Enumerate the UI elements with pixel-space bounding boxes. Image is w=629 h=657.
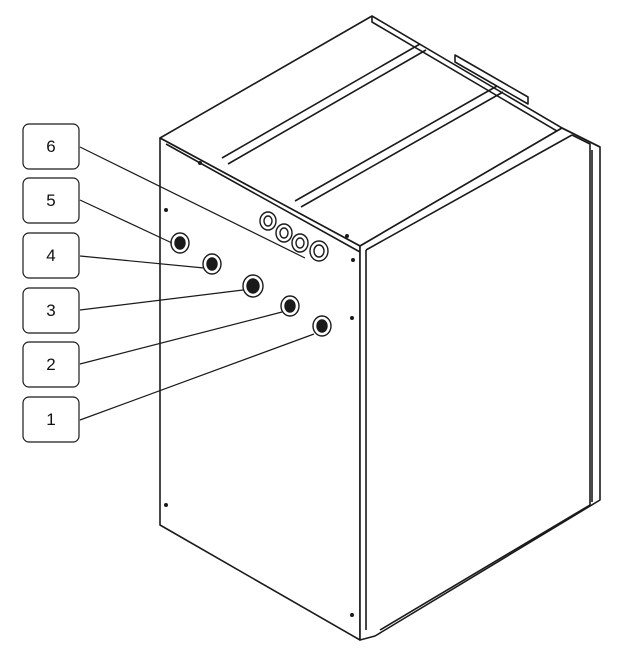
- top-seam-2: [227, 49, 427, 165]
- callout-5: 5: [22, 177, 80, 224]
- cabinet-body: [159, 15, 601, 641]
- leader-line-4: [79, 255, 205, 269]
- leader-line-1: [79, 333, 315, 421]
- top-seam-4: [300, 91, 504, 208]
- leader-line-6: [79, 146, 306, 259]
- callout-2: 2: [22, 341, 80, 388]
- leader-line-5: [79, 199, 173, 244]
- rear-strip: [454, 54, 529, 105]
- screw-icon: [164, 208, 168, 212]
- cabinet-side-face: [359, 127, 601, 641]
- leader-line-2: [79, 311, 283, 365]
- leader-line-3: [79, 289, 244, 311]
- callout-label-2: 2: [46, 355, 55, 374]
- screw-icon: [350, 613, 354, 617]
- fitting-4: [202, 253, 222, 275]
- screw-icon: [164, 503, 168, 507]
- screws: [164, 161, 355, 617]
- fitting-2: [280, 295, 300, 317]
- fitting-3: [242, 274, 264, 298]
- callouts: 6 5 4 3 2 1: [22, 123, 80, 443]
- fittings: [170, 211, 332, 337]
- callout-3: 3: [22, 287, 80, 334]
- leader-lines: [79, 146, 315, 421]
- callout-label-1: 1: [46, 410, 55, 429]
- fitting-5: [170, 232, 190, 254]
- top-seam-1: [221, 43, 421, 159]
- screw-icon: [351, 258, 355, 262]
- side-frame-top: [561, 127, 601, 148]
- fitting-1: [312, 315, 332, 337]
- screw-icon: [198, 161, 202, 165]
- callout-label-3: 3: [46, 301, 55, 320]
- callout-label-4: 4: [46, 246, 55, 265]
- top-seam-3: [294, 85, 498, 202]
- callout-1: 1: [22, 396, 80, 443]
- fitting-cluster: [259, 211, 329, 262]
- screw-icon: [350, 316, 354, 320]
- callout-6: 6: [22, 123, 80, 170]
- callout-label-6: 6: [46, 137, 55, 156]
- screw-icon: [345, 234, 349, 238]
- side-face-top-edge: [365, 134, 573, 251]
- door-inner-frame: [379, 134, 591, 631]
- callout-4: 4: [22, 232, 80, 279]
- callout-label-5: 5: [46, 191, 55, 210]
